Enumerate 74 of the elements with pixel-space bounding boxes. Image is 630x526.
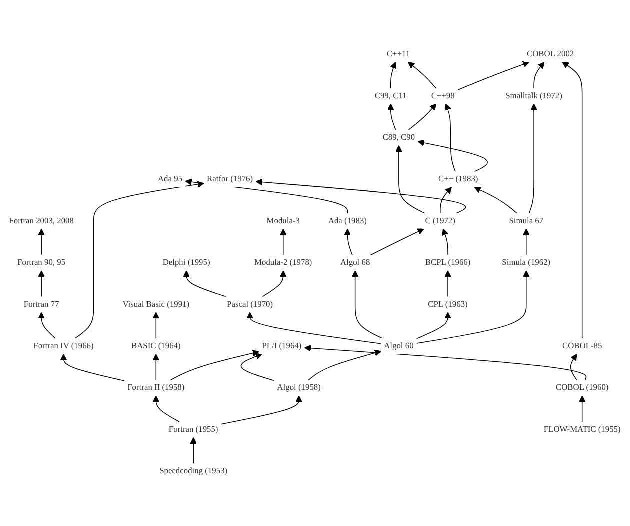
arrow [408, 62, 437, 89]
arrow [528, 104, 538, 214]
arrow [416, 270, 530, 344]
node-text: COBOL-85 [562, 342, 602, 351]
node-text: Fortran 2003, 2008 [9, 216, 74, 226]
arrow [370, 228, 424, 256]
arrow [396, 145, 426, 214]
arrow [170, 350, 260, 381]
arrow [152, 312, 160, 339]
node-text: BCPL (1966) [425, 258, 471, 268]
arrow [74, 181, 204, 339]
node-text: C89, C90 [382, 133, 416, 142]
node-text: C99, C11 [374, 91, 407, 101]
arrow [352, 270, 383, 339]
arrow [308, 350, 382, 381]
node-text: Fortran II (1958) [128, 383, 185, 393]
arrow [442, 228, 449, 256]
node-text: BASIC (1964) [131, 342, 181, 351]
arrow [570, 354, 578, 381]
node-text: C (1972) [425, 216, 456, 226]
node-text: Speedcoding (1953) [160, 466, 228, 476]
node-text: C++98 [431, 91, 455, 101]
node-text: Modula-2 (1978) [254, 258, 312, 268]
node-text: Fortran (1955) [168, 425, 218, 434]
arrow [246, 312, 382, 344]
arrow [444, 270, 452, 298]
node-text: Algol 68 [340, 258, 370, 268]
node-text: Algol (1958) [277, 383, 321, 393]
node-text: CPL (1963) [428, 300, 468, 310]
arrow [60, 354, 125, 382]
node-text: Ada (1983) [328, 216, 367, 226]
arrow [387, 104, 396, 130]
arrow [562, 62, 583, 339]
arrow [220, 396, 302, 425]
arrow [183, 270, 227, 298]
arrow [344, 228, 353, 256]
node-text: Pascal (1970) [227, 300, 274, 310]
node-text: Fortran IV (1966) [34, 342, 94, 351]
arrow [280, 228, 287, 256]
arrow [256, 178, 466, 214]
arrow [578, 396, 586, 422]
arrow [38, 312, 56, 339]
arrow [474, 187, 518, 214]
node-text: COBOL (1960) [556, 383, 609, 393]
node-text: Modula-3 [266, 216, 300, 226]
arrow [262, 270, 287, 298]
node-text: Simula 67 [509, 216, 544, 226]
arrow [38, 228, 45, 256]
node-text: C++ (1983) [438, 174, 478, 184]
node-text: C++11 [386, 50, 410, 59]
arrow [416, 312, 452, 340]
arrow [444, 104, 456, 172]
arrow [418, 140, 488, 172]
node-text: COBOL 2002 [526, 50, 574, 59]
arrow [408, 104, 437, 130]
arrow [190, 437, 197, 464]
node-text: Simula (1962) [502, 258, 551, 268]
node-text: Delphi (1995) [162, 258, 210, 268]
arrow [304, 345, 587, 381]
node-text: Visual Basic (1991) [122, 300, 190, 310]
node-text: FLOW-MATIC (1955) [544, 425, 621, 434]
arrow [152, 354, 160, 381]
arrow [458, 61, 530, 90]
arrow [440, 187, 452, 214]
node-text: Smalltalk (1972) [506, 91, 562, 101]
node-text: Fortran 77 [24, 300, 60, 310]
node-text: Fortran 90, 95 [18, 258, 66, 268]
arrow [38, 270, 45, 298]
arrow [152, 396, 180, 422]
arrow [390, 62, 397, 89]
arrow [523, 228, 530, 256]
arrow [534, 62, 545, 89]
node-text: PL/I (1964) [262, 342, 302, 351]
arrow [240, 353, 275, 382]
